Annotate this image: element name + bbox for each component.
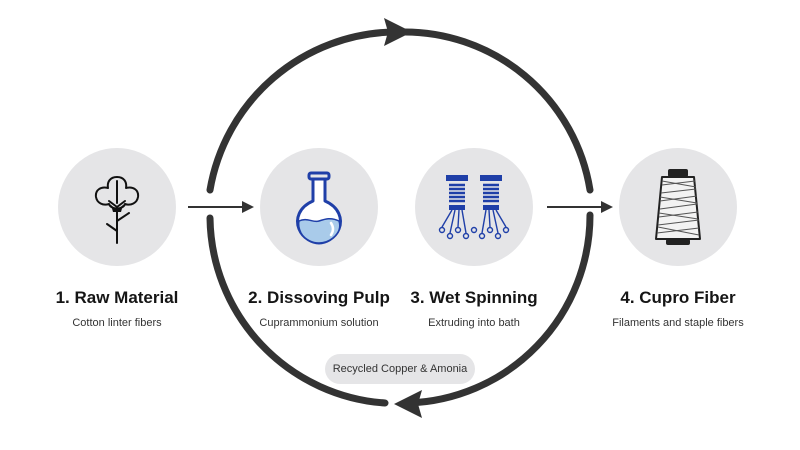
cycle-arrowhead-top (384, 18, 412, 46)
step-icon-circle (619, 148, 737, 266)
step-subtitle: Filaments and staple fibers (612, 317, 744, 329)
step-cupro-fiber: 4. Cupro Fiber Filaments and staple fibe… (588, 148, 768, 329)
cycle-arc-right (396, 28, 594, 194)
step-title: 3. Wet Spinning (410, 288, 538, 307)
cycle-arc-left (206, 28, 397, 194)
step-dissolving-pulp: 2. Dissoving Pulp Cuprammonium solution (229, 148, 409, 329)
recycle-label: Recycled Copper & Amonia (325, 354, 475, 384)
step-subtitle: Cuprammonium solution (259, 317, 379, 329)
step-title: 4. Cupro Fiber (620, 288, 736, 307)
step-icon-circle (415, 148, 533, 266)
step-subtitle: Cotton linter fibers (72, 317, 162, 329)
step-icon-circle (58, 148, 176, 266)
cycle-arrowhead-bottom (394, 390, 422, 418)
step-icon-circle (260, 148, 378, 266)
step-subtitle: Extruding into bath (428, 317, 520, 329)
step-title: 1. Raw Material (55, 288, 179, 307)
cotton-flower-icon (94, 176, 140, 244)
step-wet-spinning: 3. Wet Spinning Extruding into bath (384, 148, 564, 329)
spinneret-icon (438, 175, 510, 240)
step-raw-material: 1. Raw Material Cotton linter fibers (27, 148, 207, 329)
yarn-spool-icon (655, 169, 701, 245)
step-title: 2. Dissoving Pulp (248, 288, 390, 307)
flask-icon (296, 171, 342, 245)
cycle-arc-bottom (404, 211, 594, 407)
cycle-arc-bottom-left (206, 214, 389, 407)
